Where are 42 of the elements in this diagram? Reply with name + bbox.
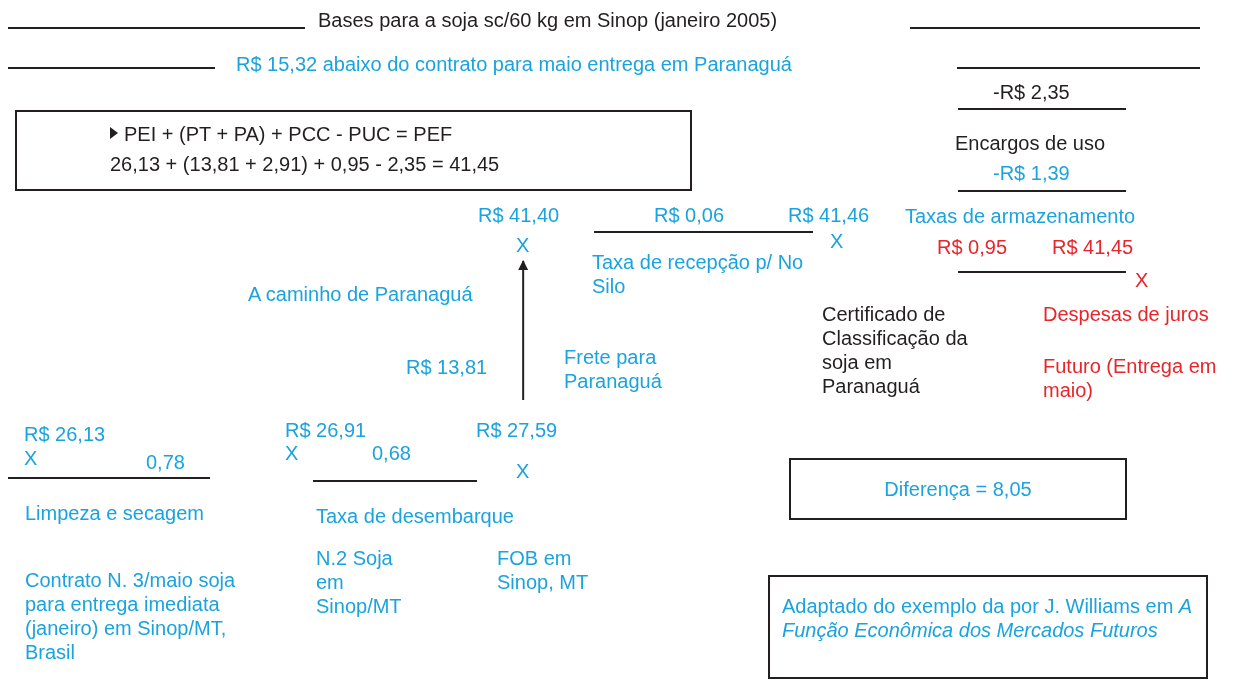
x-mark: X [24, 446, 38, 470]
text-label: R$ 41,45 [1052, 235, 1134, 259]
text-label: R$ 13,81 [406, 355, 488, 379]
text-label: 0,68 [372, 441, 411, 465]
text-label: A caminho de Paranaguá [248, 282, 473, 306]
text-label: Despesas de juros [1043, 302, 1209, 326]
text-label: Futuro (Entrega em maio) [1043, 354, 1218, 402]
text-label: R$ 27,59 [476, 418, 558, 442]
text-label: Limpeza e secagem [25, 501, 204, 525]
text-label: R$ 41,40 [478, 203, 560, 227]
text-label: Contrato N. 3/maio soja para entrega imediata (janeiro) em Sinop/MT, Brasil [25, 568, 237, 664]
text-label: Diferença = 8,05 [883, 477, 1033, 501]
x-mark: X [516, 233, 530, 257]
text-label: R$ 41,46 [788, 203, 870, 227]
x-mark: X [516, 459, 530, 483]
text-label: Taxas de armazenamento [905, 204, 1136, 228]
x-mark: X [830, 229, 844, 253]
text-box [789, 458, 1127, 520]
arrow [518, 260, 529, 401]
text-label: Taxa de desembarque [316, 504, 514, 528]
text-label: 0,78 [146, 450, 185, 474]
text-label: R$ 26,91 [285, 418, 367, 442]
text-label: R$ 15,32 abaixo do contrato para maio entrega em Paranaguá [236, 52, 792, 76]
title: Bases para a soja sc/60 kg em Sinop (janeiro 2005) [318, 8, 778, 32]
formula-text: PEI + (PT + PA) + PCC - PUC = PEF [124, 122, 453, 146]
text-label: N.2 Soja em Sinop/MT [316, 546, 403, 618]
text-label: R$ 26,13 [24, 422, 106, 446]
text-label: -R$ 2,35 [993, 80, 1070, 104]
text-label: Certificado de Classificação da soja em Paranaguá [822, 302, 969, 398]
text-box [768, 575, 1208, 679]
x-mark: X [1135, 268, 1149, 292]
text-label: -R$ 1,39 [993, 161, 1070, 185]
x-mark: X [285, 441, 299, 465]
text-label: Frete para Paranaguá [564, 345, 663, 393]
text-label: R$ 0,95 [937, 235, 1008, 259]
text-label: Taxa de recepção p/ No Silo [592, 250, 805, 298]
text-label: R$ 0,06 [654, 203, 725, 227]
text-label: FOB em Sinop, MT [497, 546, 590, 594]
formula-text: 26,13 + (13,81 + 2,91) + 0,95 - 2,35 = 41,45 [110, 152, 500, 176]
text-label: Encargos de uso [955, 131, 1106, 155]
text-box [15, 110, 692, 191]
source-note: Adaptado do exemplo da por J. Williams em A Função Econômica dos Mercados Futuros [782, 594, 1192, 642]
